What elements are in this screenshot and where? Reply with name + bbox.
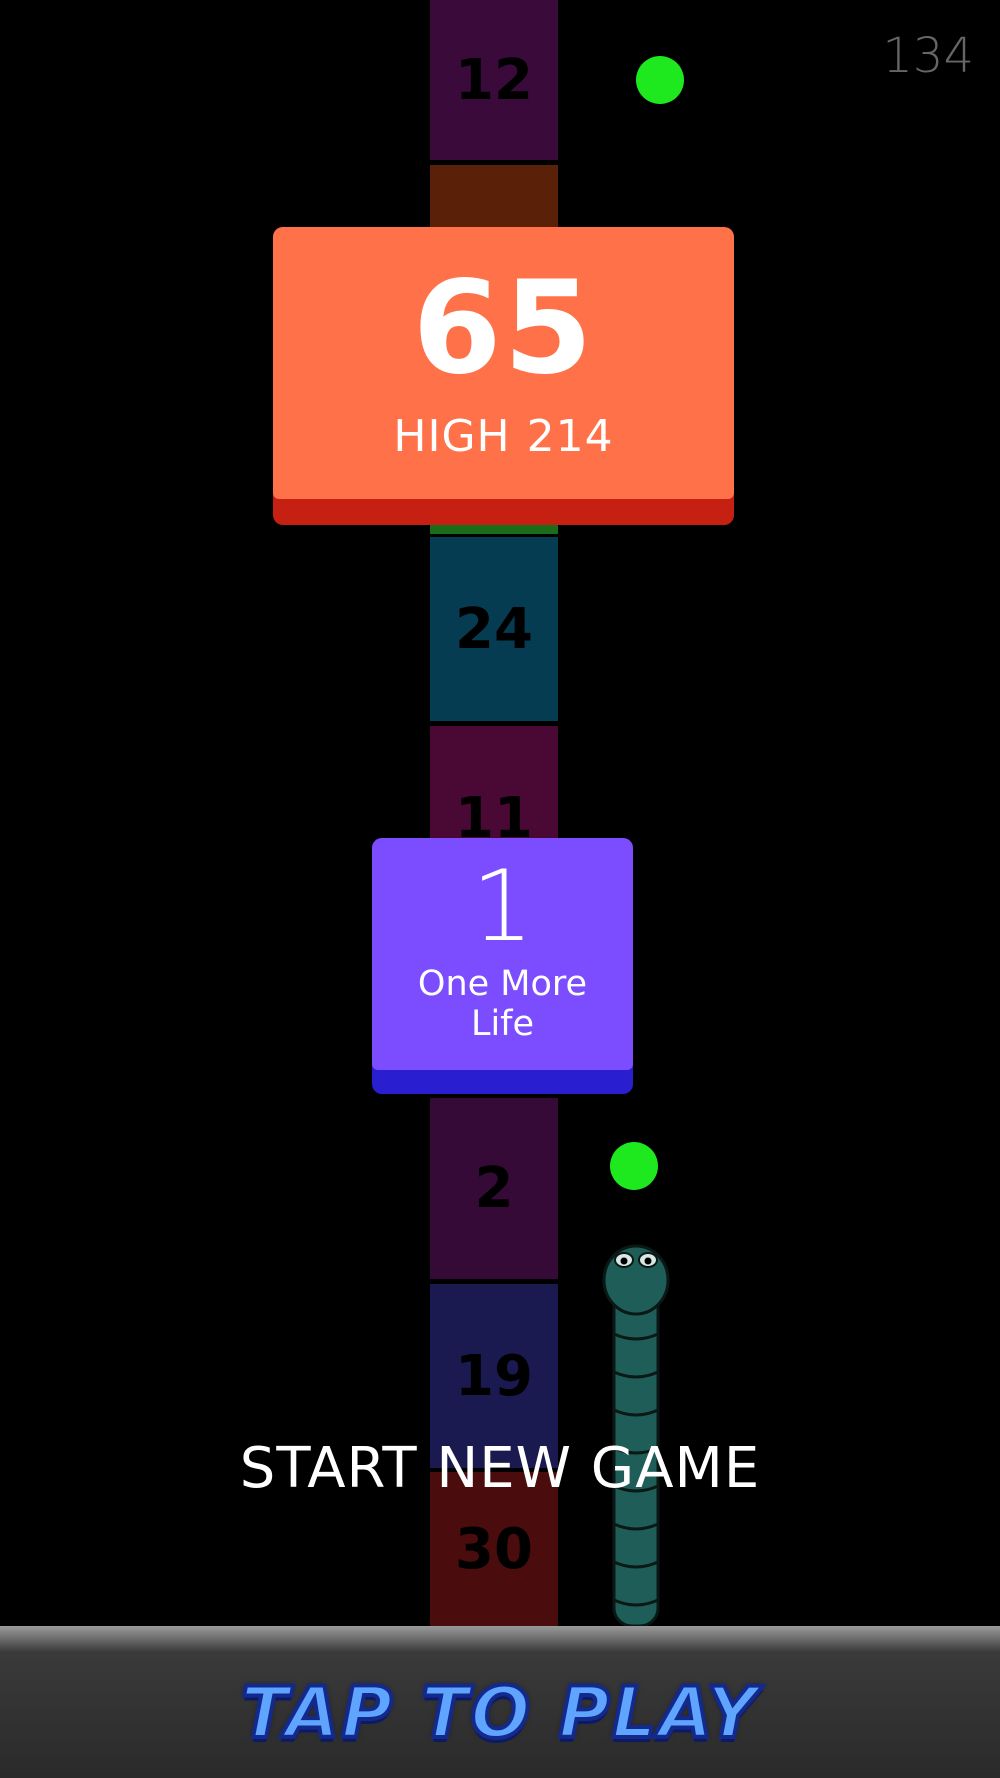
number-block: 24: [430, 537, 558, 721]
score-card-face: 65 HIGH 214: [273, 227, 734, 499]
green-strip: [430, 522, 558, 534]
high-score-value: 214: [526, 411, 614, 462]
number-block: 12: [430, 0, 558, 160]
score-card: 65 HIGH 214: [273, 227, 734, 525]
food-orb: [636, 56, 684, 104]
tap-to-play-label: TAP TO PLAY: [239, 1670, 760, 1756]
one-more-life-button[interactable]: 1 One More Life: [372, 838, 633, 1094]
life-label: One More Life: [417, 964, 588, 1044]
corner-score: 134: [882, 28, 974, 84]
food-orb: [610, 1142, 658, 1190]
life-card-face: 1 One More Life: [372, 838, 633, 1070]
number-block: 19: [430, 1284, 558, 1468]
start-new-game-button[interactable]: START NEW GAME: [239, 1436, 761, 1501]
life-count: 1: [471, 850, 534, 964]
high-score-row: HIGH 214: [273, 411, 734, 462]
game-stage[interactable]: 12 24 11 2 19 30 65 HI: [0, 0, 1000, 1626]
number-block: [430, 165, 558, 230]
current-score: 65: [412, 254, 595, 403]
snake: [602, 1244, 670, 1626]
number-block: 2: [430, 1098, 558, 1279]
high-score-label: HIGH: [393, 411, 511, 462]
number-block: 30: [430, 1472, 558, 1626]
snake-body: [612, 1282, 660, 1626]
tap-to-play-bar[interactable]: TAP TO PLAY: [0, 1626, 1000, 1778]
snake-head: [602, 1244, 670, 1316]
